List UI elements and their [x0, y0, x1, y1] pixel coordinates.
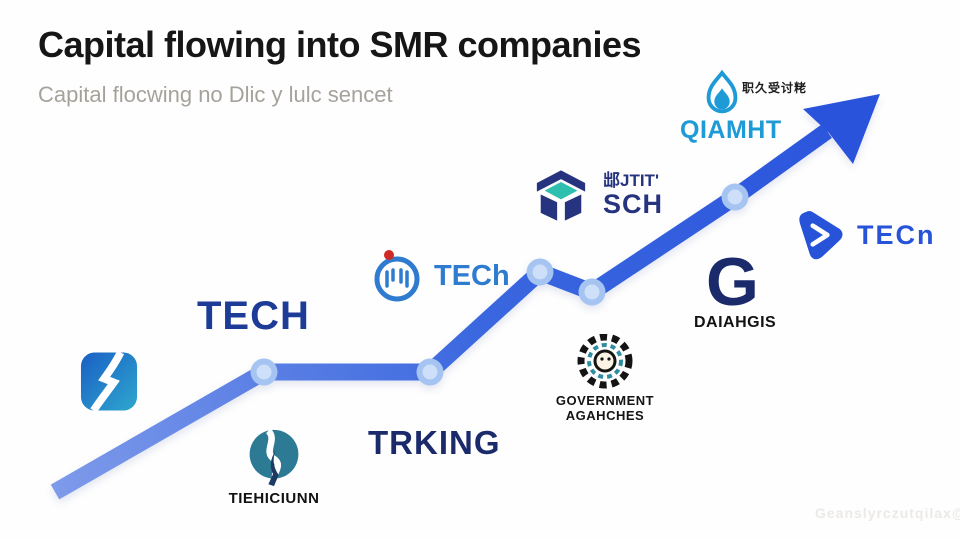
trend-node-core: [727, 189, 743, 205]
blue-app-icon: [80, 350, 138, 413]
tiehiciunn-logo: TIEHICIUNN: [214, 428, 334, 507]
red-dot-icon: [384, 250, 394, 260]
tech-badge-logo: TECh: [372, 248, 510, 304]
trking-wordmark: TRKING: [368, 424, 501, 461]
trend-node-core: [422, 364, 438, 380]
government-label-line2: AGAHCHES: [565, 408, 645, 423]
flame-icon: [706, 69, 738, 114]
qiamht-wordmark: QIAMHT: [680, 116, 782, 144]
government-label-line1: GOVERNMENT: [555, 393, 655, 408]
arrowhead-icon: [803, 94, 880, 164]
page-subtitle: Capital flocwing no Dlic y lulc sencet: [38, 82, 393, 107]
page-title: Capital flowing into SMR companies: [38, 24, 642, 65]
g-logo-label: DAIAHGIS: [694, 314, 777, 331]
house-icon: [536, 170, 586, 221]
tecn-logo: TECn: [795, 208, 936, 262]
circle-swirl-icon: [249, 428, 299, 487]
government-agencies-logo: GOVERNMENT AGAHCHES: [540, 334, 670, 423]
tiehiciunn-label: TIEHICIUNN: [228, 490, 320, 507]
gear-emblem-icon: [577, 334, 633, 389]
school-label-line2: SCH: [603, 189, 664, 220]
qiamht-logo: [704, 69, 740, 123]
g-logo-letter: G: [706, 244, 759, 320]
watermark-text: Geanslyrczutqilax@: [815, 505, 960, 521]
tech-badge-label: TECh: [434, 259, 510, 292]
school-label-line1: 䢺JTIT': [603, 171, 659, 191]
qiamht-annotation: 职久受讨粩: [742, 81, 808, 95]
play-triangle-icon: [799, 210, 843, 260]
blue-app-logo: [80, 350, 138, 418]
school-logo: 䢺JTIT' SCH: [533, 168, 663, 223]
trend-node-core: [256, 364, 272, 380]
tech-wordmark: TECH: [197, 294, 310, 338]
trend-nodes: [250, 183, 749, 386]
tecn-label: TECn: [857, 219, 936, 250]
trend-node-core: [584, 284, 600, 300]
trend-node-core: [532, 264, 548, 280]
tech-badge-icon: [374, 250, 420, 302]
